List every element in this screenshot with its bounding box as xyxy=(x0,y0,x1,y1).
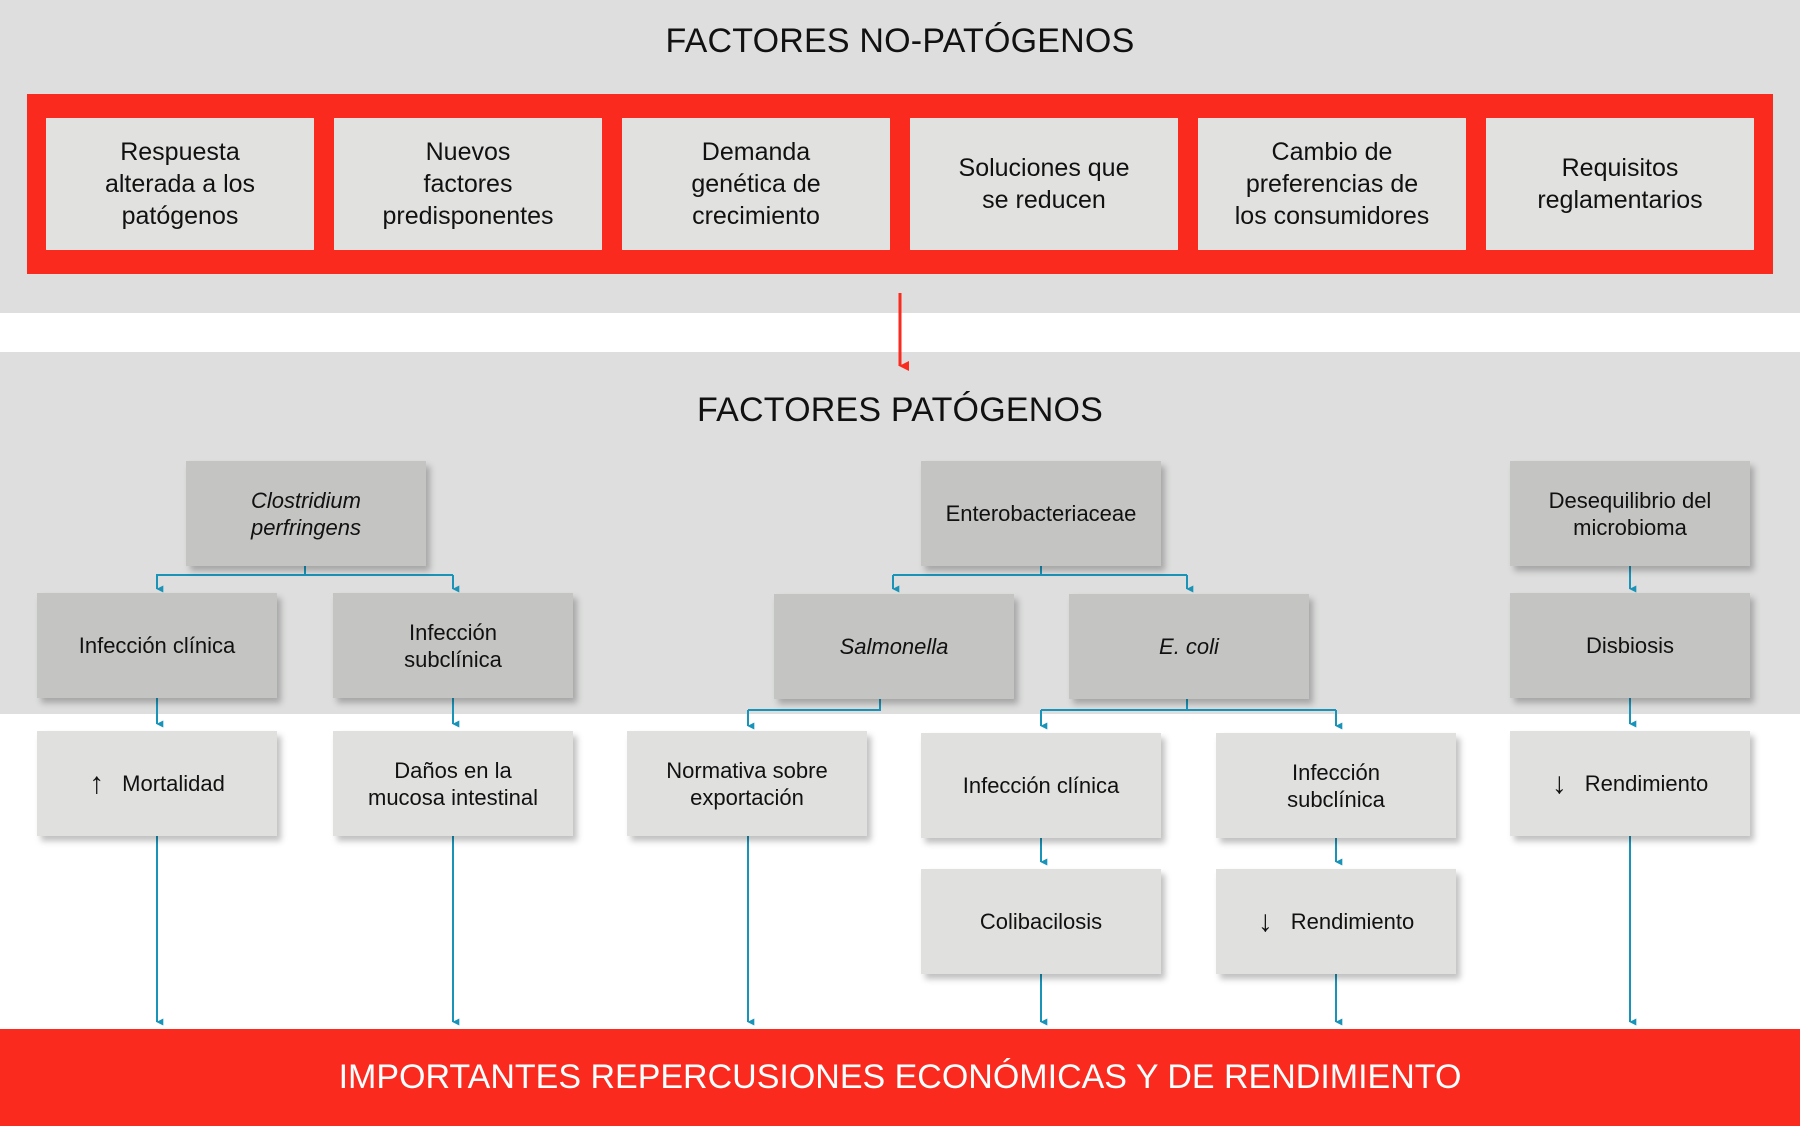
bottom-banner: IMPORTANTES REPERCUSIONES ECONÓMICAS Y D… xyxy=(0,1029,1800,1126)
factor-soluciones-reducen: Soluciones que se reducen xyxy=(910,118,1178,250)
node-microbioma: Desequilibrio del microbioma xyxy=(1510,461,1750,566)
node-mortalidad: ↑ Mortalidad xyxy=(37,731,277,836)
factor-nuevos-predisponentes: Nuevos factores predisponentes xyxy=(334,118,602,250)
node-danos-mucosa: Daños en la mucosa intestinal xyxy=(333,731,573,836)
factor-respuesta-alterada: Respuesta alterada a los patógenos xyxy=(46,118,314,250)
pathogenic-title: FACTORES PATÓGENOS xyxy=(696,391,1103,429)
node-ecoli-infeccion-subclinica: Infección subclínica xyxy=(1216,733,1456,838)
node-ecoli-infeccion-clinica: Infección clínica xyxy=(921,733,1161,838)
down-arrow-icon: ↓ xyxy=(1551,767,1567,800)
factor-demanda-genetica: Demanda genética de crecimiento xyxy=(622,118,890,250)
node-colibacilosis: Colibacilosis xyxy=(921,869,1161,974)
node-rendimiento: ↓ Rendimiento xyxy=(1510,731,1750,836)
down-arrow-icon: ↓ xyxy=(1257,905,1273,938)
node-ecoli: E. coli xyxy=(1069,594,1309,699)
mortalidad-label: Mortalidad xyxy=(122,771,225,796)
node-enterobacteriaceae: Enterobacteriaceae xyxy=(921,461,1161,566)
node-disbiosis: Disbiosis xyxy=(1510,593,1750,698)
rendimiento-label: Rendimiento xyxy=(1584,771,1709,796)
node-clostridium: Clostridium perfringens xyxy=(186,461,426,566)
non-pathogenic-title: FACTORES NO-PATÓGENOS xyxy=(665,22,1135,60)
ecoli-rendimiento-label: Rendimiento xyxy=(1290,909,1415,934)
node-normativa-exportacion: Normativa sobre exportación xyxy=(627,731,867,836)
non-pathogenic-frame xyxy=(27,94,1773,274)
factor-requisitos-reglamentarios: Requisitos reglamentarios xyxy=(1486,118,1754,250)
node-ecoli-rendimiento: ↓ Rendimiento xyxy=(1216,869,1456,974)
up-arrow-icon: ↑ xyxy=(89,767,105,800)
node-infeccion-clinica: Infección clínica xyxy=(37,593,277,698)
node-salmonella: Salmonella xyxy=(774,594,1014,699)
factor-cambio-preferencias: Cambio de preferencias de los consumidor… xyxy=(1198,118,1466,250)
node-infeccion-subclinica: Infección subclínica xyxy=(333,593,573,698)
